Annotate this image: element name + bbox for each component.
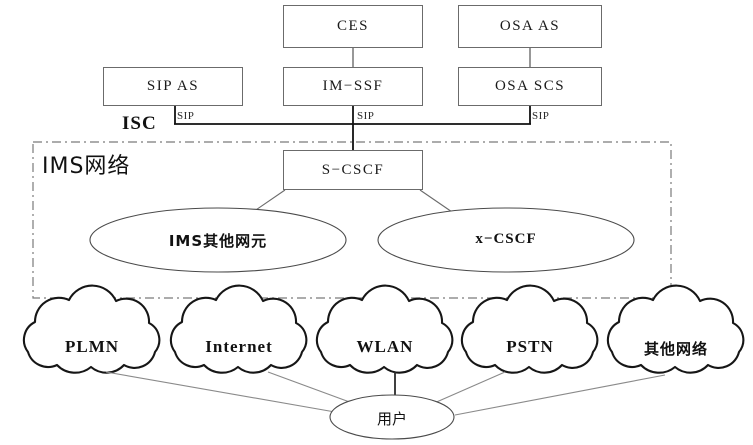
cloud-plmn xyxy=(22,284,161,374)
node-label-im-ssf: IM−SSF xyxy=(322,78,384,94)
cloud-label-other-net: 其他网络 xyxy=(643,340,708,358)
link-plmn-user xyxy=(105,371,336,413)
node-box-osa-scs[interactable]: OSA SCS xyxy=(458,67,602,106)
isc-bus xyxy=(174,106,531,125)
user-node-label: 用户 xyxy=(376,410,407,428)
ims-network-label: IMS网络 xyxy=(42,154,131,179)
node-label-sip-as: SIP AS xyxy=(146,78,200,94)
sip-label-3: SIP xyxy=(532,110,550,122)
cloud-other-net xyxy=(606,284,745,374)
cloud-internet xyxy=(169,284,308,374)
node-label-osa-as: OSA AS xyxy=(499,18,561,34)
node-box-ces[interactable]: CES xyxy=(283,5,423,48)
ellipse-user xyxy=(329,394,455,440)
scscf-ellipse-links xyxy=(249,189,456,215)
link-scscf-xcscf xyxy=(419,189,456,215)
cloud-user-links xyxy=(105,371,666,416)
node-label-ces: CES xyxy=(336,18,369,34)
cloud-pstn xyxy=(460,284,599,374)
cloud-label-pstn: PSTN xyxy=(506,337,554,356)
network-clouds xyxy=(22,284,745,374)
node-label-osa-scs: OSA SCS xyxy=(494,78,566,94)
link-internet-user xyxy=(267,371,356,405)
node-box-osa-as[interactable]: OSA AS xyxy=(458,5,602,48)
cloud-label-plmn: PLMN xyxy=(64,337,120,356)
sip-label-2: SIP xyxy=(357,110,375,122)
ellipse-label-x-cscf: x−CSCF xyxy=(475,231,537,247)
link-other-net-user xyxy=(454,374,666,416)
isc-bus-label: ISC xyxy=(122,113,157,134)
link-pstn-user xyxy=(431,371,506,405)
ims-network-boundary xyxy=(32,141,672,299)
node-box-s-cscf[interactable]: S−CSCF xyxy=(283,150,423,190)
ellipse-ims-other xyxy=(89,207,347,273)
cloud-wlan xyxy=(315,284,454,374)
ims-ellipses xyxy=(89,207,635,273)
cloud-label-internet: Internet xyxy=(205,337,273,356)
node-label-s-cscf: S−CSCF xyxy=(321,161,385,178)
node-box-sip-as[interactable]: SIP AS xyxy=(103,67,243,106)
node-box-im-ssf[interactable]: IM−SSF xyxy=(283,67,423,106)
top-vertical-connectors xyxy=(352,48,531,67)
ellipse-x-cscf xyxy=(377,207,635,273)
ellipse-label-ims-other: IMS其他网元 xyxy=(168,232,268,250)
cloud-label-wlan: WLAN xyxy=(356,337,414,356)
sip-label-1: SIP xyxy=(177,110,195,122)
